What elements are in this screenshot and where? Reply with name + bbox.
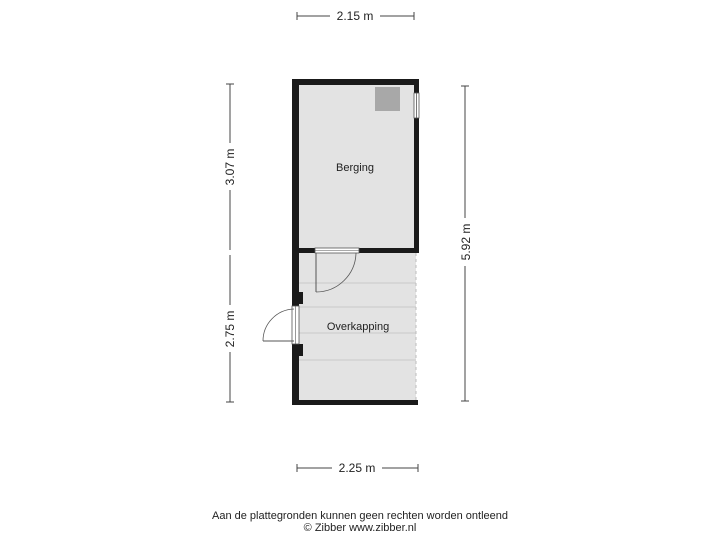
- footer-disclaimer: Aan de plattegronden kunnen geen rechten…: [211, 510, 508, 522]
- dimension-left-upper-label: 3.07 m: [223, 149, 237, 186]
- wall-left-lower: [292, 344, 299, 405]
- dimension-bottom-label: 2.25 m: [339, 461, 376, 475]
- room-label-overkapping: Overkapping: [327, 321, 389, 333]
- dimension-left-upper: [226, 83, 234, 250]
- wall-divider-left: [292, 248, 315, 253]
- dimension-top-label: 2.15 m: [337, 9, 374, 23]
- window-right: [413, 92, 420, 119]
- wall-right-mid: [414, 118, 419, 253]
- walls: [292, 79, 419, 405]
- berging-floor: [299, 85, 414, 248]
- dimension-right: [461, 85, 469, 402]
- overkapping-floor-pattern: [299, 282, 416, 361]
- wall-right-upper: [414, 79, 419, 93]
- door-jamb-top: [292, 292, 303, 304]
- wall-bottom: [292, 400, 418, 405]
- exterior-door: [262, 305, 300, 345]
- room-label-berging: Berging: [336, 162, 374, 174]
- wall-divider-right: [359, 248, 419, 253]
- overkapping-floor: [299, 253, 416, 400]
- dimension-bottom: [296, 464, 419, 472]
- dimension-left-lower: [226, 255, 234, 403]
- dimension-top: [296, 12, 415, 20]
- storage-unit: [375, 87, 400, 111]
- footer-credit: © Zibber www.zibber.nl: [303, 522, 417, 534]
- dimension-right-label: 5.92 m: [459, 224, 473, 261]
- interior-door: [314, 247, 360, 293]
- wall-top: [292, 79, 419, 85]
- door-jamb-bottom: [292, 344, 303, 356]
- dimension-left-lower-label: 2.75 m: [223, 311, 237, 348]
- wall-left-upper: [292, 79, 299, 306]
